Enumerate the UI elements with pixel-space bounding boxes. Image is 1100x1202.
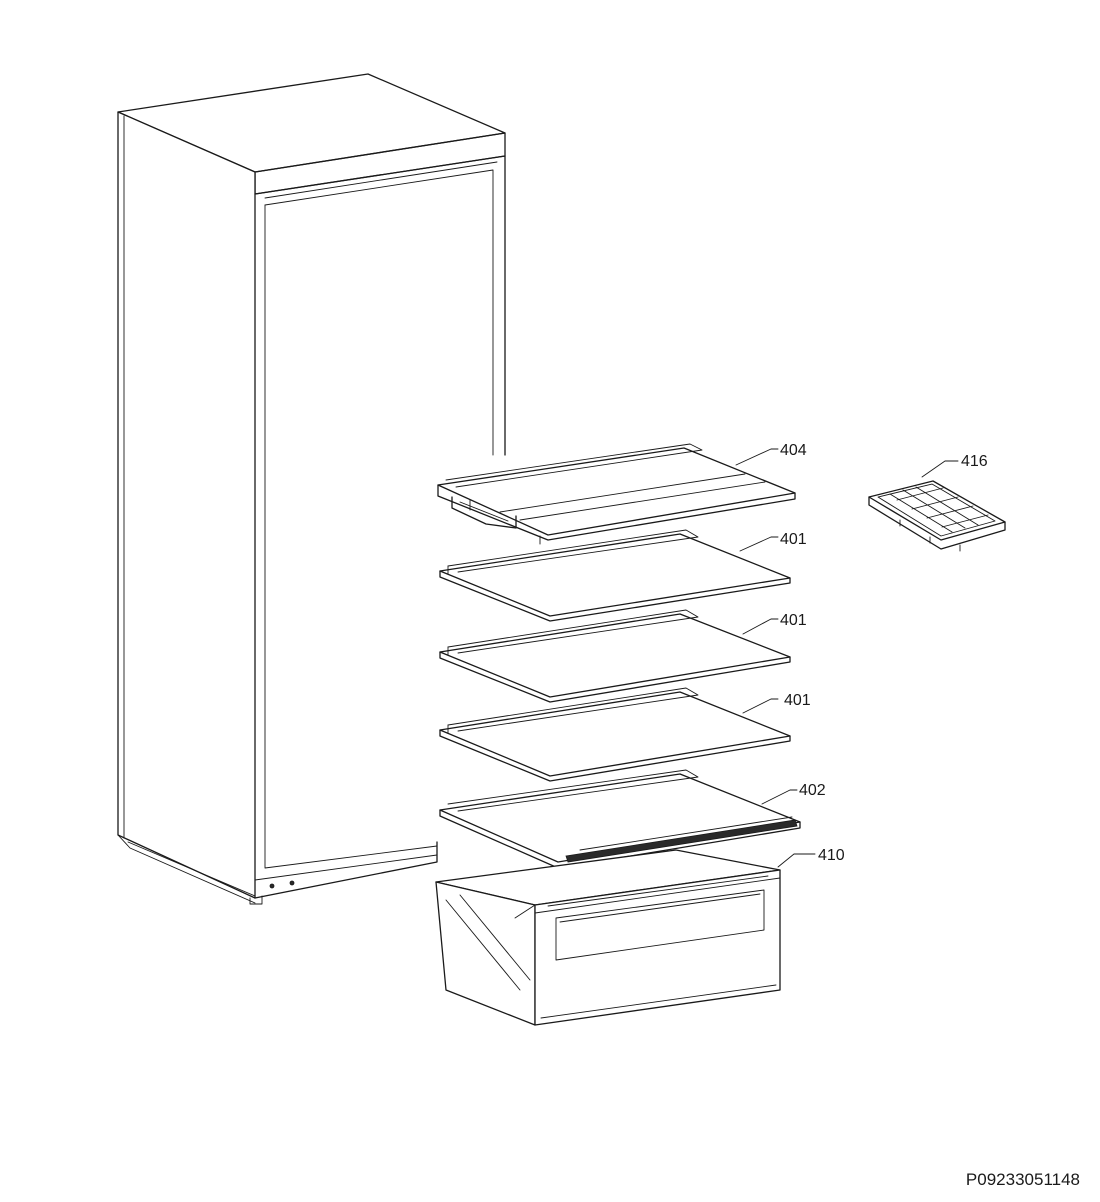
label-401-upper: 401 [780, 531, 807, 548]
label-402: 402 [799, 782, 826, 799]
label-401-lower: 401 [784, 692, 811, 709]
reference-code: P09233051148 [966, 1170, 1080, 1189]
shelf-402 [439, 769, 801, 869]
label-404: 404 [780, 442, 807, 459]
shelf-401-middle [439, 609, 791, 703]
part-labels: 404 401 401 401 402 410 416 [780, 442, 988, 864]
drawer-410 [435, 849, 781, 1026]
shelf-404 [437, 443, 796, 545]
leader-lines [735, 448, 959, 868]
refrigerator-cabinet [117, 73, 506, 905]
label-401-middle: 401 [780, 612, 807, 629]
ice-tray-416 [868, 480, 1006, 552]
shelf-401-lower [439, 687, 791, 782]
label-410: 410 [818, 847, 845, 864]
shelf-401-upper [439, 529, 791, 622]
label-416: 416 [961, 453, 988, 470]
